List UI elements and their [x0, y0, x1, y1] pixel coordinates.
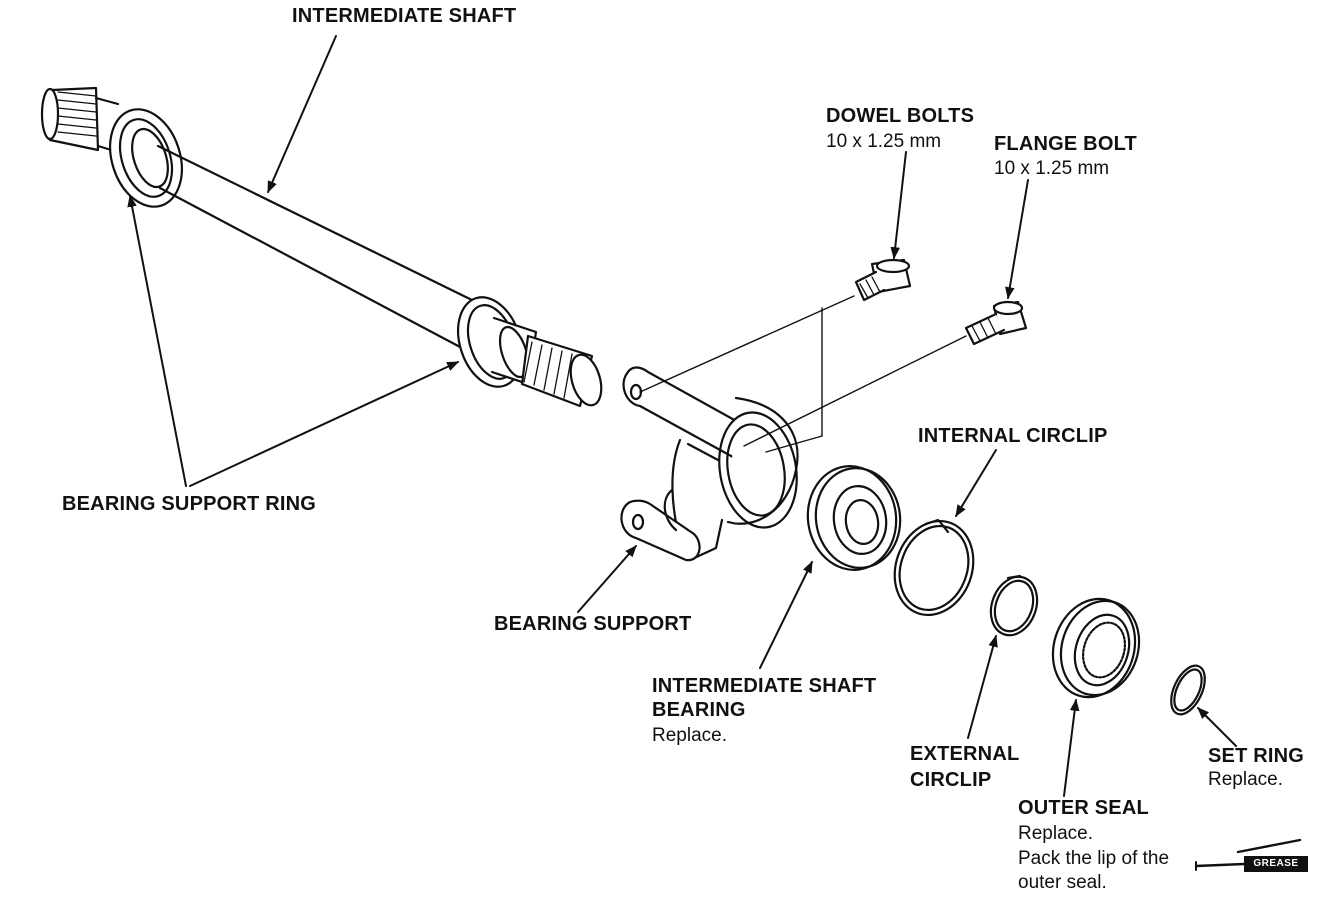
- label-outer-seal-note-2: Pack the lip of the: [1018, 848, 1170, 869]
- grease-gun-tip: [1194, 838, 1302, 871]
- intermediate-shaft-bearing: [806, 465, 902, 571]
- leader-arrows: [127, 35, 1237, 797]
- dowel-bolt: [854, 258, 912, 302]
- label-outer-seal-note-3: outer seal.: [1018, 872, 1107, 893]
- label-dowel-bolts: DOWEL BOLTS: [826, 105, 975, 127]
- label-bearing-support: BEARING SUPPORT: [494, 613, 692, 635]
- label-internal-circlip: INTERNAL CIRCLIP: [918, 425, 1108, 447]
- label-set-ring: SET RING: [1208, 745, 1305, 767]
- label-intermediate-shaft: INTERMEDIATE SHAFT: [292, 5, 517, 27]
- label-bearing-support-ring: BEARING SUPPORT RING: [62, 493, 317, 515]
- label-intermediate-shaft-bearing-line1: INTERMEDIATE SHAFT: [652, 675, 877, 697]
- label-dowel-bolts-size: 10 x 1.25 mm: [826, 131, 942, 152]
- label-intermediate-shaft-bearing-note: Replace.: [652, 725, 727, 746]
- bearing-support: [620, 366, 799, 562]
- label-flange-bolt: FLANGE BOLT: [994, 133, 1137, 155]
- label-outer-seal: OUTER SEAL: [1018, 797, 1149, 819]
- label-outer-seal-note-1: Replace.: [1018, 823, 1093, 844]
- label-external-circlip-line2: CIRCLIP: [910, 769, 992, 791]
- label-flange-bolt-size: 10 x 1.25 mm: [994, 158, 1110, 179]
- outer-seal: [1051, 597, 1141, 699]
- internal-circlip: [893, 518, 975, 617]
- label-external-circlip-line1: EXTERNAL: [910, 743, 1020, 765]
- assembly-lines: [639, 295, 967, 453]
- grease-badge: GREASE: [1244, 856, 1308, 872]
- label-intermediate-shaft-bearing-line2: BEARING: [652, 699, 746, 721]
- external-circlip: [989, 574, 1039, 637]
- set-ring: [1170, 664, 1206, 716]
- flange-bolt: [964, 300, 1028, 346]
- intermediate-shaft: [40, 86, 603, 408]
- label-set-ring-note: Replace.: [1208, 769, 1283, 790]
